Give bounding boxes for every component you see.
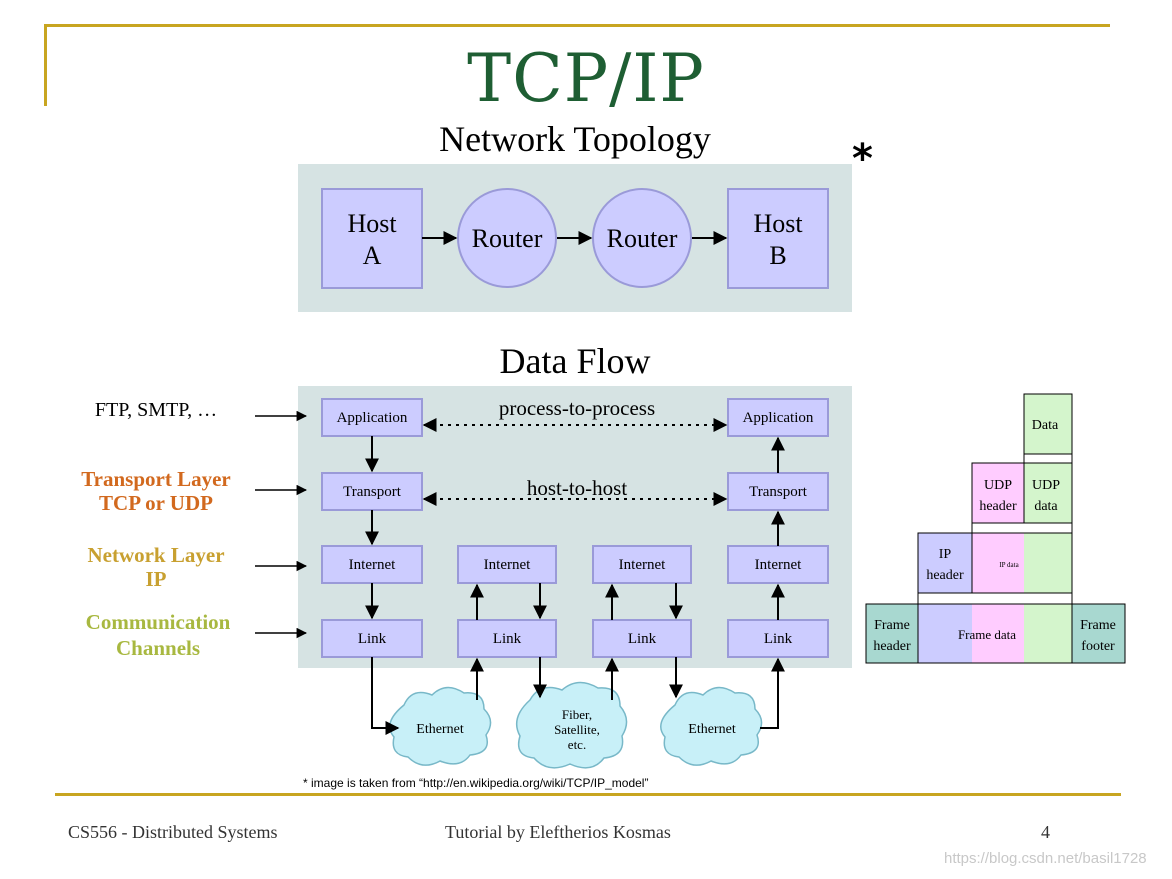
router-2-label: Router xyxy=(607,224,678,253)
router-1-label: Router xyxy=(472,224,543,253)
app-protocols-label: FTP, SMTP, … xyxy=(94,399,218,421)
router-2-node xyxy=(592,188,692,288)
host-a-box xyxy=(321,188,423,289)
frame-header-block xyxy=(865,603,919,664)
ip-data-label: IP data xyxy=(999,561,1019,569)
transport-layer-label-1: Transport Layer xyxy=(81,467,231,491)
left-link-label: Link xyxy=(358,631,387,647)
right-internet-box xyxy=(727,545,829,584)
host-b-box xyxy=(727,188,829,289)
router-1-node xyxy=(457,188,557,288)
comm-channels-label-2: Channels xyxy=(115,636,201,660)
ethernet-cloud-2 xyxy=(660,686,763,766)
asterisk-mark: * xyxy=(852,136,873,182)
left-application-box xyxy=(321,398,423,437)
udp-header-block xyxy=(971,462,1025,524)
left-accent-rule xyxy=(44,24,47,106)
router-1-internet-box xyxy=(457,545,557,584)
comm-channels-label-1: Communication xyxy=(85,610,231,634)
left-internet-box xyxy=(321,545,423,584)
right-link-label: Link xyxy=(764,631,793,647)
frame-header-label-2: header xyxy=(873,639,911,654)
dataflow-heading: Data Flow xyxy=(499,341,651,381)
ip-header-block xyxy=(917,532,973,594)
router-1-link-box xyxy=(457,619,557,658)
cloud-2-label-3: etc. xyxy=(568,737,586,752)
host-b-label-1: Host xyxy=(753,209,803,238)
left-transport-label: Transport xyxy=(343,484,402,500)
page-number: 4 xyxy=(1041,822,1050,842)
router-2-internet-box xyxy=(592,545,692,584)
host-to-host-label: host-to-host xyxy=(527,476,628,500)
udp-header-label-2: header xyxy=(979,499,1017,514)
udp-data-label-1: UDP xyxy=(1032,478,1060,493)
right-transport-box xyxy=(727,472,829,511)
bottom-rule xyxy=(55,793,1121,796)
cloud-2-label-1: Fiber, xyxy=(562,707,592,722)
ethernet-cloud-1 xyxy=(389,686,492,766)
watermark-url: https://blog.csdn.net/basil1728 xyxy=(944,850,1147,867)
frame-data-label: Frame data xyxy=(958,627,1016,642)
cloud-2-label-2: Satellite, xyxy=(554,722,600,737)
fiber-satellite-cloud xyxy=(515,681,628,769)
network-layer-label-1: Network Layer xyxy=(87,543,225,567)
udp-data-block xyxy=(1023,462,1073,524)
host-b-label-2: B xyxy=(769,241,786,270)
router-1-link-label: Link xyxy=(493,631,522,647)
right-link-box xyxy=(727,619,829,658)
right-internet-label: Internet xyxy=(755,557,802,573)
image-credit: * image is taken from “http://en.wikiped… xyxy=(303,776,649,790)
cloud-3-label: Ethernet xyxy=(688,722,736,737)
topology-heading: Network Topology xyxy=(439,119,711,159)
right-application-label: Application xyxy=(743,410,814,426)
router-2-link-label: Link xyxy=(628,631,657,647)
right-transport-label: Transport xyxy=(749,484,808,500)
left-transport-box xyxy=(321,472,423,511)
ip-header-label-1: IP xyxy=(939,547,952,562)
left-internet-label: Internet xyxy=(349,557,396,573)
top-rule xyxy=(44,24,1110,27)
udp-data-label-2: data xyxy=(1034,499,1058,514)
left-application-label: Application xyxy=(337,410,408,426)
footer-course: CS556 - Distributed Systems xyxy=(68,822,278,842)
frame-footer-label-1: Frame xyxy=(1080,618,1116,633)
ip-header-label-2: header xyxy=(926,568,964,583)
left-link-box xyxy=(321,619,423,658)
host-a-label-2: A xyxy=(363,241,382,270)
transport-layer-label-2: TCP or UDP xyxy=(99,491,213,515)
host-a-label-1: Host xyxy=(347,209,397,238)
udp-header-label-1: UDP xyxy=(984,478,1012,493)
frame-header-label-1: Frame xyxy=(874,618,910,633)
cloud-1-label: Ethernet xyxy=(416,722,464,737)
data-block xyxy=(1023,393,1073,455)
frame-footer-label-2: footer xyxy=(1081,639,1115,654)
router-1-internet-label: Internet xyxy=(484,557,531,573)
data-block-label: Data xyxy=(1032,418,1059,433)
network-layer-label-2: IP xyxy=(145,567,167,591)
router-2-internet-label: Internet xyxy=(619,557,666,573)
frame-footer-block xyxy=(1071,603,1126,664)
router-2-link-box xyxy=(592,619,692,658)
slide-title: TCP/IP xyxy=(467,40,705,117)
footer-author: Tutorial by Eleftherios Kosmas xyxy=(445,822,671,842)
right-application-box xyxy=(727,398,829,437)
process-to-process-label: process-to-process xyxy=(499,396,655,420)
